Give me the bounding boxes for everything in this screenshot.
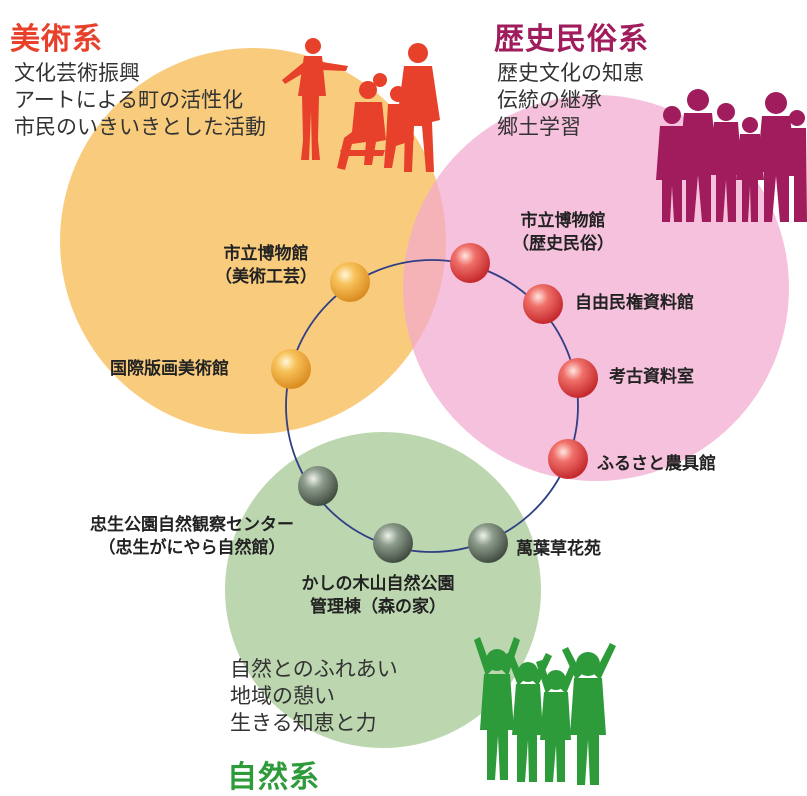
label-line: （忠生がにやら自然館）: [98, 538, 286, 558]
history-category-description: 歴史文化の知恵 伝統の継承 郷土学習: [497, 60, 644, 141]
node-jiyu-minken[interactable]: [523, 284, 563, 324]
node-flower-garden[interactable]: [468, 523, 508, 563]
art-description-line: アートによる町の活性化: [14, 88, 244, 112]
label-flower-garden[interactable]: 萬葉草花苑: [516, 539, 601, 559]
node-print-museum[interactable]: [271, 349, 311, 389]
label-line: かしの木山自然公園: [301, 574, 455, 594]
label-line: （歴史民俗）: [512, 234, 614, 254]
art-description-line: 市民のいきいきとした活動: [14, 115, 266, 139]
label-line: 忠生公園自然観察センター: [90, 515, 294, 535]
node-museum-art[interactable]: [330, 262, 370, 302]
group-of-people-silhouette-icon: [282, 38, 440, 172]
node-chusei[interactable]: [298, 466, 338, 506]
label-museum-history[interactable]: 市立博物館 （歴史民俗）: [493, 210, 633, 256]
nature-description-line: 自然とのふれあい: [230, 657, 398, 681]
art-category-title: 美術系: [10, 22, 103, 57]
label-line: （美術工芸）: [215, 267, 317, 287]
art-description-line: 文化芸術振興: [14, 61, 140, 85]
history-description-line: 歴史文化の知恵: [497, 61, 644, 85]
label-line: 市立博物館: [223, 244, 309, 264]
history-category-title: 歴史民俗系: [494, 22, 649, 57]
art-category-description: 文化芸術振興 アートによる町の活性化 市民のいきいきとした活動: [14, 60, 266, 141]
nature-description-line: 地域の憩い: [230, 684, 335, 708]
history-description-line: 伝統の継承: [497, 88, 602, 112]
nature-description-line: 生きる知恵と力: [230, 711, 377, 735]
label-line: 市立博物館: [520, 211, 606, 231]
nature-category-title: 自然系: [227, 760, 320, 795]
node-archaeology[interactable]: [558, 358, 598, 398]
label-line: 管理棟（森の家）: [310, 597, 446, 617]
cheering-children-silhouette-icon: [474, 637, 616, 785]
label-chusei[interactable]: 忠生公園自然観察センター （忠生がにやら自然館）: [62, 514, 322, 560]
history-description-line: 郷土学習: [497, 115, 581, 139]
node-farm-tools[interactable]: [548, 439, 588, 479]
label-farm-tools[interactable]: ふるさと農具館: [597, 454, 716, 474]
facility-ring: [285, 259, 579, 553]
node-museum-history[interactable]: [450, 243, 490, 283]
nature-circle: [225, 432, 541, 748]
node-kashinoki[interactable]: [373, 523, 413, 563]
label-archaeology[interactable]: 考古資料室: [609, 367, 694, 387]
label-kashinoki[interactable]: かしの木山自然公園 管理棟（森の家）: [278, 573, 478, 619]
label-print-museum[interactable]: 国際版画美術館: [110, 359, 229, 379]
family-silhouette-icon: [656, 89, 807, 222]
nature-category-description: 自然とのふれあい 地域の憩い 生きる知恵と力: [230, 656, 398, 737]
label-museum-art[interactable]: 市立博物館 （美術工芸）: [196, 243, 336, 289]
label-jiyu-minken[interactable]: 自由民権資料館: [575, 293, 694, 313]
